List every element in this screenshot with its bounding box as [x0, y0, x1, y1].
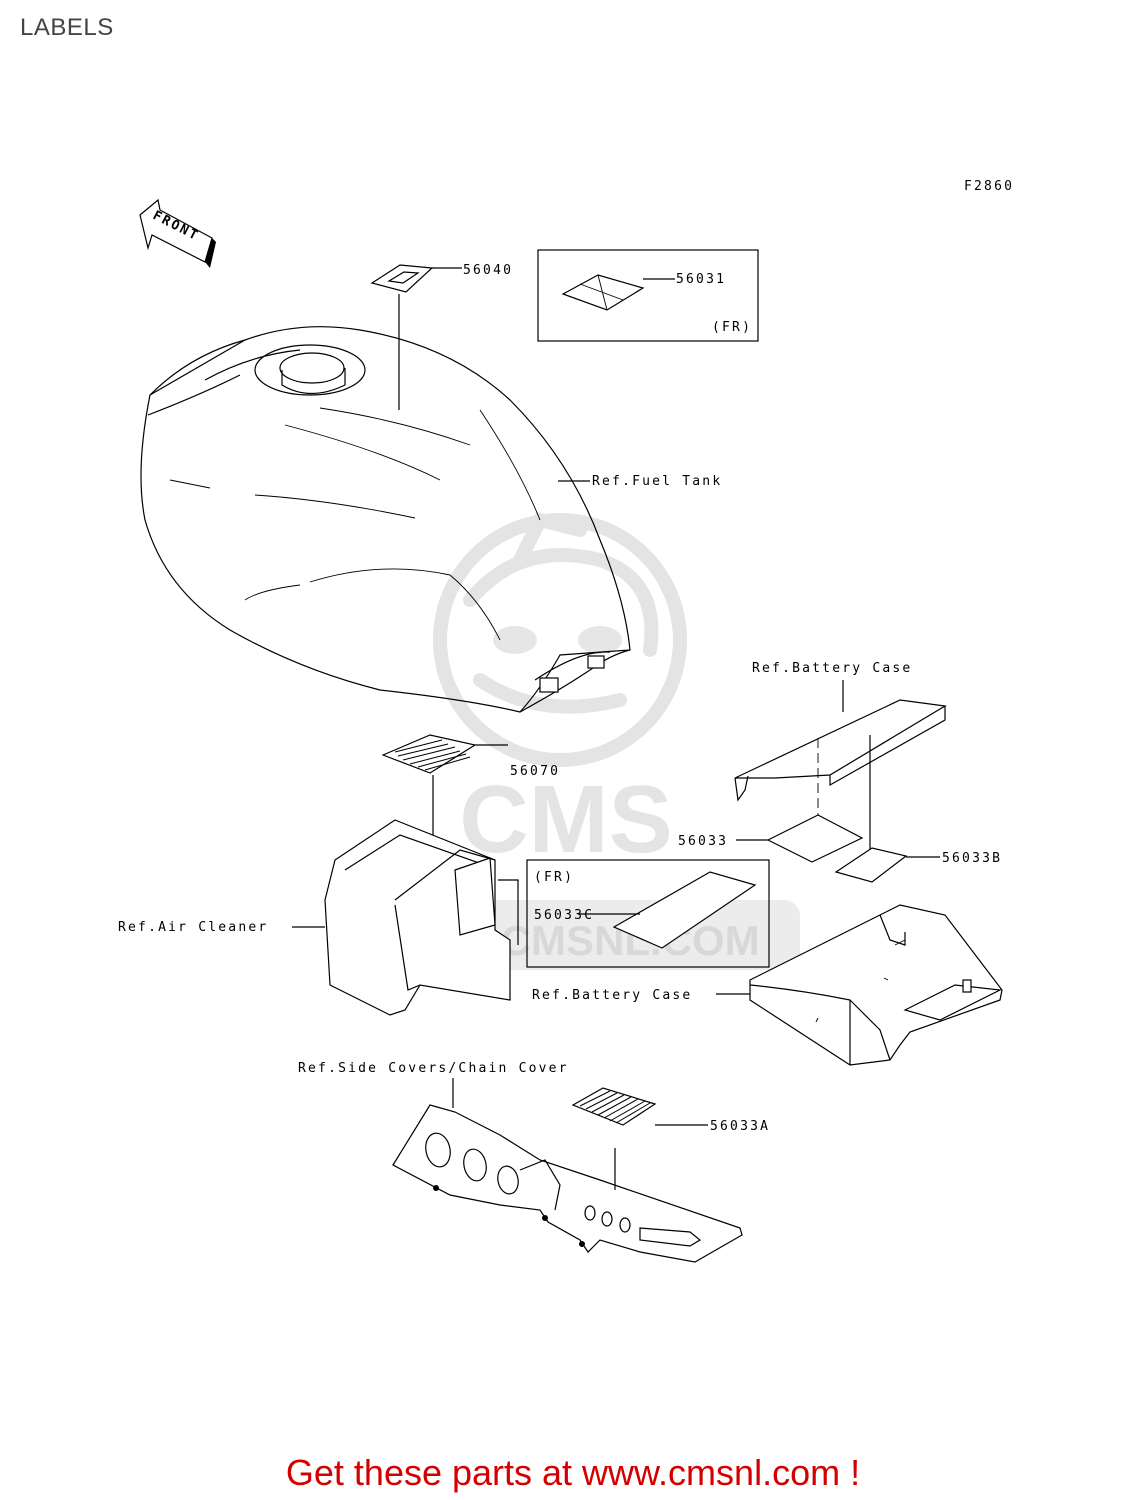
part-56040: 56040: [463, 263, 513, 278]
front-arrow-icon: FRONT: [139, 198, 216, 268]
part-56033: 56033: [678, 834, 728, 849]
parts-diagram: CMS WWW.CMSNL.COM F2860 FRONT 56040 5603…: [118, 179, 1014, 1263]
fr-box-56033C: [526, 859, 770, 968]
ref-fuel-tank: Ref.Fuel Tank: [592, 474, 722, 489]
fr-note-1: (FR): [712, 320, 752, 335]
get-parts-link[interactable]: Get these parts at www.cmsnl.com !: [285, 1452, 861, 1493]
fuel-tank-drawing: [140, 326, 631, 713]
fr-note-2: (FR): [534, 870, 574, 885]
chain-cover-drawing: [392, 1078, 743, 1263]
part-56033B: 56033B: [942, 851, 1002, 866]
figure-code: F2860: [964, 179, 1014, 194]
part-56033C: 56033C: [534, 908, 594, 923]
ref-battery-case-top: Ref.Battery Case: [752, 661, 912, 676]
ref-battery-case-bottom: Ref.Battery Case: [532, 988, 692, 1003]
part-56031: 56031: [676, 272, 726, 287]
part-56033A: 56033A: [710, 1119, 770, 1134]
ref-side-covers: Ref.Side Covers/Chain Cover: [298, 1061, 569, 1076]
part-56070: 56070: [510, 764, 560, 779]
ref-air-cleaner: Ref.Air Cleaner: [118, 920, 268, 935]
fr-box-56031: [537, 249, 759, 342]
label-56040-shape: [370, 264, 462, 410]
battery-case-bottom-drawing: [716, 904, 1003, 1066]
watermark-brand: CMS: [459, 766, 672, 873]
battery-case-top-drawing: [734, 680, 947, 883]
air-cleaner-drawing: [292, 734, 519, 1016]
page-title: LABELS: [20, 14, 114, 41]
